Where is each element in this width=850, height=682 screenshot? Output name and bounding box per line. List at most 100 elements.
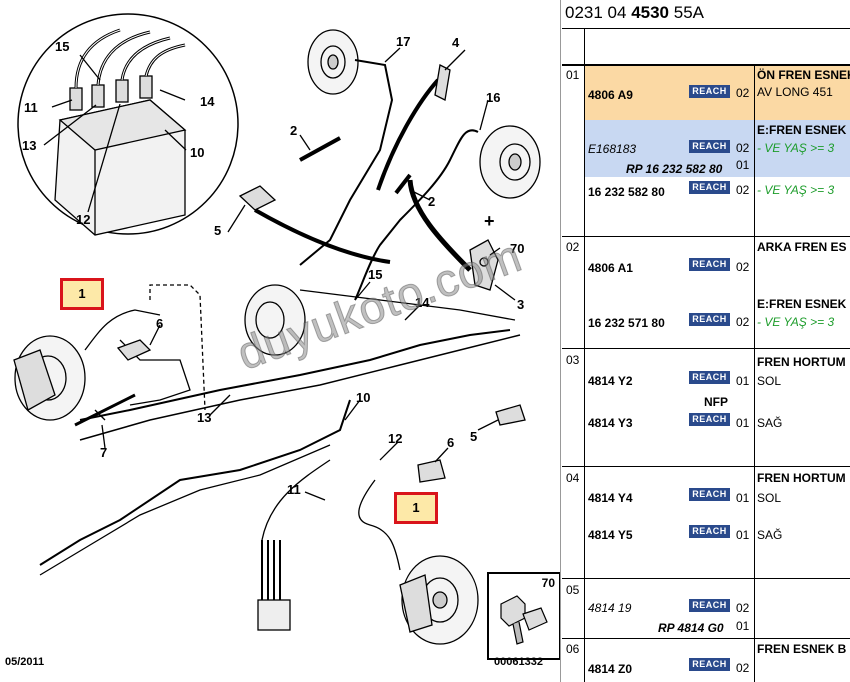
callout-2: 2	[290, 123, 298, 138]
callout-2b: 2	[428, 194, 436, 209]
part-number[interactable]: 4806 A1	[588, 261, 633, 275]
description: ARKA FREN ES	[757, 240, 847, 254]
callout-3: 3	[517, 297, 525, 312]
description: FREN ESNEK B	[757, 642, 847, 656]
callout-12b: 12	[388, 431, 403, 446]
quantity: 01	[736, 158, 750, 172]
callout-15b: 15	[368, 267, 383, 282]
part-number[interactable]: 16 232 582 80	[588, 185, 665, 199]
callout-1-highlight-b[interactable]: 1	[394, 492, 438, 524]
quantity: 01	[736, 374, 750, 388]
grid-line	[562, 638, 850, 639]
reach-badge: REACH	[689, 313, 730, 326]
description-detail: SOL	[757, 374, 782, 388]
grid-line	[562, 466, 850, 467]
part-number[interactable]: 4814 19	[588, 601, 632, 615]
description-detail: SAĞ	[757, 416, 783, 430]
callout-70b: 70	[541, 576, 555, 590]
quantity: 01	[736, 416, 750, 430]
quantity: 01	[736, 528, 750, 542]
callout-1-highlight[interactable]: 1	[60, 278, 104, 310]
group-number: 06	[566, 642, 580, 656]
parts-table: 01 4806 A9 REACH 02 ÖN FREN ESNEK AV LON…	[562, 28, 850, 682]
group-number: 01	[566, 68, 580, 82]
callout-13: 13	[22, 138, 37, 153]
reach-badge: REACH	[689, 525, 730, 538]
quantity: 02	[736, 141, 750, 155]
callout-6: 6	[156, 316, 164, 331]
grid-line	[562, 236, 850, 237]
description: FREN HORTUM	[757, 355, 846, 369]
grid-line	[584, 28, 585, 682]
description: E:FREN ESNEK	[757, 297, 847, 311]
callout-11b: 11	[287, 482, 301, 497]
footer-date: 05/2011	[5, 656, 45, 668]
bolt-inset: 70	[487, 572, 561, 660]
grid-line	[754, 64, 755, 682]
description: ÖN FREN ESNEK	[757, 68, 850, 82]
description-detail: - VE YAŞ >= 3	[757, 141, 835, 155]
part-number[interactable]: 4814 Y3	[588, 416, 633, 430]
reach-badge: REACH	[689, 599, 730, 612]
part-number[interactable]: 4814 Y4	[588, 491, 633, 505]
reference-header: 0231 04 4530 55A	[565, 3, 704, 23]
grid-line	[562, 28, 850, 29]
quantity: 02	[736, 260, 750, 274]
reach-badge: REACH	[689, 140, 730, 153]
quantity: 02	[736, 601, 750, 615]
reach-badge: REACH	[689, 413, 730, 426]
part-number[interactable]: E168183	[588, 142, 637, 156]
group-number: 04	[566, 471, 580, 485]
reach-badge: REACH	[689, 371, 730, 384]
ref-prefix: 0231 04	[565, 3, 632, 22]
part-number[interactable]: 4814 Z0	[588, 662, 633, 676]
reach-badge: REACH	[689, 488, 730, 501]
callout-17: 17	[396, 34, 411, 49]
callout-13b: 13	[197, 410, 212, 425]
quantity: 01	[736, 619, 750, 633]
callout-10: 10	[190, 145, 205, 160]
diagram-drawing	[13, 13, 541, 645]
reach-badge: REACH	[689, 258, 730, 271]
group-number: 05	[566, 583, 580, 597]
grid-line	[562, 348, 850, 349]
callout-5b: 5	[470, 429, 478, 444]
description-detail: SAĞ	[757, 528, 783, 542]
callout-4: 4	[452, 35, 460, 50]
part-number[interactable]: RP 16 232 582 80	[626, 162, 723, 176]
callout-14: 14	[200, 94, 215, 109]
callout-70: 70	[510, 241, 525, 256]
reach-badge: REACH	[689, 658, 730, 671]
quantity: 01	[736, 491, 750, 505]
panel-divider	[560, 0, 561, 682]
nfp-label: NFP	[704, 395, 728, 409]
part-number[interactable]: 4806 A9	[588, 88, 633, 102]
reach-badge: REACH	[689, 181, 730, 194]
quantity: 02	[736, 315, 750, 329]
grid-line	[562, 578, 850, 579]
part-number[interactable]: 4814 Y2	[588, 374, 633, 388]
part-number[interactable]: 16 232 571 80	[588, 316, 665, 330]
group-number: 03	[566, 353, 580, 367]
description: FREN HORTUM	[757, 471, 846, 485]
part-number[interactable]: RP 4814 G0	[658, 621, 724, 635]
description-detail: SOL	[757, 491, 782, 505]
grid-line	[562, 64, 850, 66]
callout-14b: 14	[415, 295, 430, 310]
callout-15: 15	[55, 39, 70, 54]
bolt-icon	[500, 595, 548, 645]
reach-badge: REACH	[689, 85, 730, 98]
group-number: 02	[566, 240, 580, 254]
quantity: 02	[736, 183, 750, 197]
callout-10b: 10	[356, 390, 371, 405]
description: E:FREN ESNEK	[757, 123, 847, 137]
description-detail: - VE YAŞ >= 3	[757, 183, 835, 197]
description-detail: - VE YAŞ >= 3	[757, 315, 835, 329]
callout-5: 5	[214, 223, 222, 238]
callout-6b: 6	[447, 435, 455, 450]
callout-16: 16	[486, 90, 501, 105]
callout-7: 7	[100, 445, 108, 460]
part-number[interactable]: 4814 Y5	[588, 528, 633, 542]
plus-sign: +	[484, 211, 495, 231]
quantity: 02	[736, 661, 750, 675]
